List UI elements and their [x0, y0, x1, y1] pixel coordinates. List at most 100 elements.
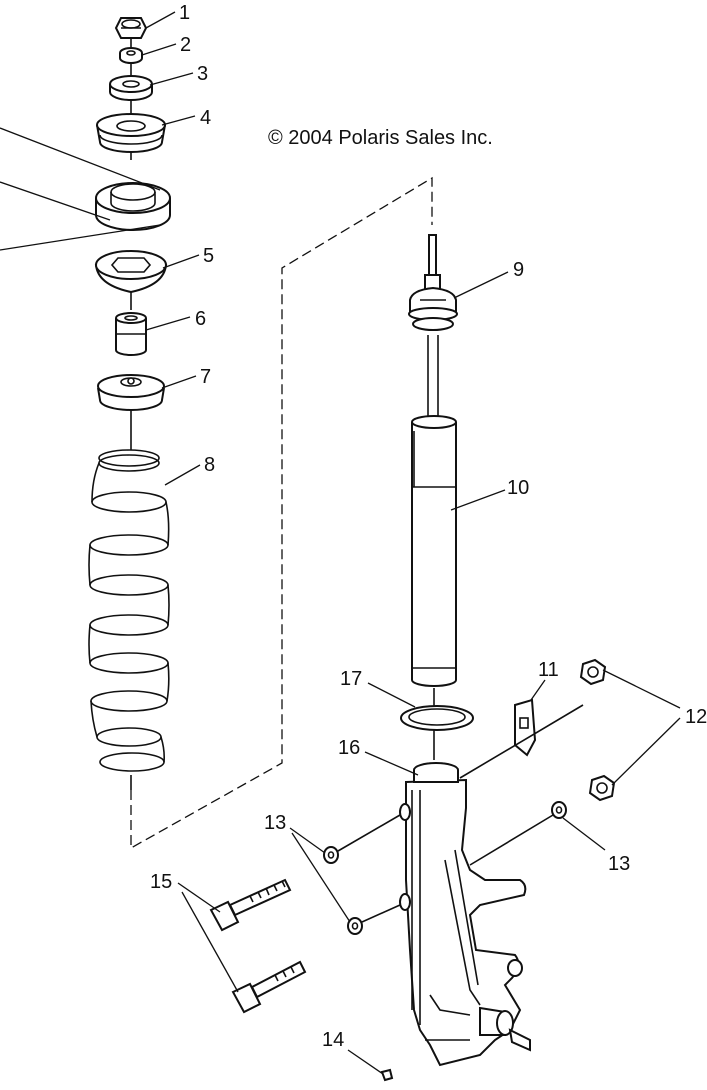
alignment-line	[361, 904, 401, 923]
alignment-line	[411, 790, 421, 1025]
part-16-housing	[399, 762, 531, 1067]
alignment-line	[89, 534, 169, 556]
alignment-line	[89, 574, 169, 596]
leader-left-b	[0, 181, 111, 221]
alignment-line	[337, 814, 401, 852]
callout-15: 15	[150, 871, 172, 893]
alignment-line	[116, 120, 146, 132]
part-13-washer-left-b	[347, 917, 363, 935]
leader-line	[141, 43, 177, 56]
alignment-line	[88, 462, 170, 763]
alignment-line	[99, 752, 165, 772]
alignment-line	[587, 666, 599, 678]
part-2-washer	[119, 47, 143, 64]
part-14-fitting	[380, 1068, 394, 1082]
callout-3: 3	[197, 63, 208, 85]
alignment-line	[89, 614, 169, 636]
alignment-line	[274, 966, 295, 982]
callout-17: 17	[340, 668, 362, 690]
alignment-line	[126, 50, 136, 56]
callout-4: 4	[200, 107, 211, 129]
callout-7: 7	[200, 366, 211, 388]
leader-line	[602, 669, 681, 709]
part-13-washer-right	[551, 801, 567, 819]
part-5-cup	[94, 250, 168, 294]
callout-9: 9	[513, 259, 524, 281]
alignment-line	[351, 922, 359, 930]
leader-line	[367, 682, 416, 708]
copyright-text: © 2004 Polaris Sales Inc.	[268, 127, 493, 149]
leader-line	[562, 817, 606, 851]
alignment-line	[99, 134, 163, 145]
alignment-line	[469, 814, 554, 866]
leader-line	[177, 882, 221, 913]
leader-line	[162, 254, 200, 269]
leader-line	[161, 115, 196, 126]
leader-left-a	[0, 127, 161, 191]
leader-line	[347, 1049, 384, 1075]
alignment-line	[459, 704, 584, 779]
leader-line	[145, 316, 191, 331]
callout-5: 5	[203, 245, 214, 267]
leader-line	[181, 891, 239, 993]
callout-12: 12	[685, 706, 707, 728]
alignment-line	[249, 880, 286, 903]
alignment-line	[519, 717, 529, 729]
callout-14: 14	[322, 1029, 344, 1051]
callout-6: 6	[195, 308, 206, 330]
leader-left-c	[0, 224, 161, 251]
part-12-nut-lower	[588, 774, 616, 802]
alignment-line	[444, 849, 481, 1006]
alignment-line	[96, 727, 162, 747]
leader-line	[453, 271, 509, 299]
alignment-line	[91, 491, 167, 513]
dashed-assembly-line	[130, 176, 433, 850]
part-17-ring	[400, 705, 474, 731]
part-15-bolt-upper	[209, 878, 292, 932]
part-7-spring-seat	[97, 374, 165, 411]
alignment-line	[122, 80, 140, 88]
callout-1: 1	[179, 2, 190, 24]
part-10-strut	[411, 415, 457, 687]
alignment-line	[110, 192, 156, 212]
leader-line	[450, 489, 506, 511]
part-15-bolt-lower	[231, 960, 307, 1014]
leader-line	[161, 375, 197, 389]
alignment-line	[127, 377, 135, 385]
part-6-spacer	[115, 312, 147, 356]
leader-line	[291, 832, 351, 923]
callout-8: 8	[204, 454, 215, 476]
part-11-clip	[514, 698, 537, 757]
alignment-line	[425, 994, 471, 1041]
part-13-washer-left-a	[323, 846, 339, 864]
part-3-washer	[109, 75, 153, 101]
callout-13-right: 13	[608, 853, 630, 875]
alignment-line	[555, 806, 563, 814]
alignment-line	[124, 315, 138, 321]
leader-line	[164, 464, 201, 486]
alignment-line	[89, 652, 169, 674]
alignment-line	[110, 257, 152, 273]
leader-line	[289, 827, 326, 854]
leader-line	[530, 679, 546, 701]
leader-line	[145, 11, 176, 29]
callout-13-left: 13	[264, 812, 286, 834]
alignment-line	[98, 449, 160, 467]
alignment-line	[596, 782, 608, 794]
part-9-bumper	[408, 286, 458, 331]
leader-line	[364, 751, 419, 776]
alignment-line	[90, 690, 168, 712]
part-4-upper-mount	[96, 113, 166, 153]
callout-2: 2	[180, 34, 191, 56]
part-disk	[95, 182, 171, 231]
callout-10: 10	[507, 477, 529, 499]
part-8-coil-spring	[88, 449, 170, 772]
callout-16: 16	[338, 737, 360, 759]
leader-line	[611, 717, 681, 786]
part-1-nut	[114, 17, 148, 39]
part-12-nut-upper	[579, 658, 607, 686]
alignment-line	[327, 851, 335, 859]
alignment-line	[408, 708, 466, 726]
leader-line	[149, 72, 194, 86]
